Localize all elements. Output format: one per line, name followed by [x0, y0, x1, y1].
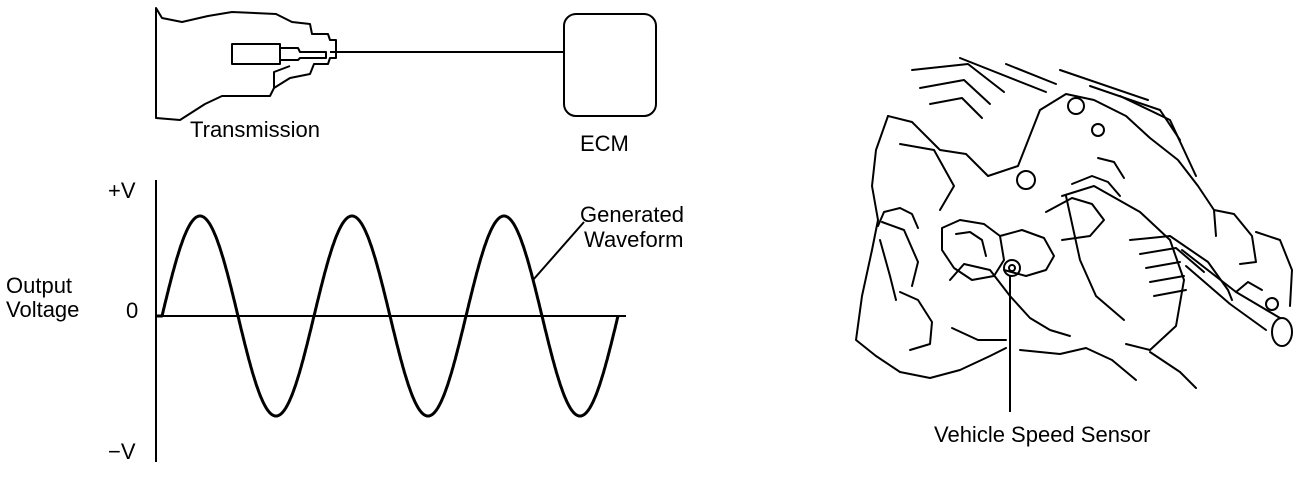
pos-v-label: +V — [108, 178, 136, 203]
generated-waveform-curve — [156, 214, 620, 418]
y-axis-label-line2: Voltage — [6, 297, 79, 322]
vehicle-speed-sensor-label: Vehicle Speed Sensor — [934, 422, 1151, 447]
neg-v-label: −V — [108, 439, 136, 464]
waveform-pointer — [532, 221, 585, 281]
ecm-label: ECM — [580, 131, 629, 156]
transmission-illustration — [855, 57, 1293, 389]
curve-label-line1: Generated — [580, 202, 684, 227]
ecm-box — [563, 13, 657, 117]
curve-label-line2: Waveform — [584, 227, 683, 252]
transmission-schematic — [155, 7, 337, 121]
y-axis-label-line1: Output — [6, 273, 72, 298]
zero-label: 0 — [126, 298, 138, 323]
transmission-label: Transmission — [190, 117, 320, 142]
